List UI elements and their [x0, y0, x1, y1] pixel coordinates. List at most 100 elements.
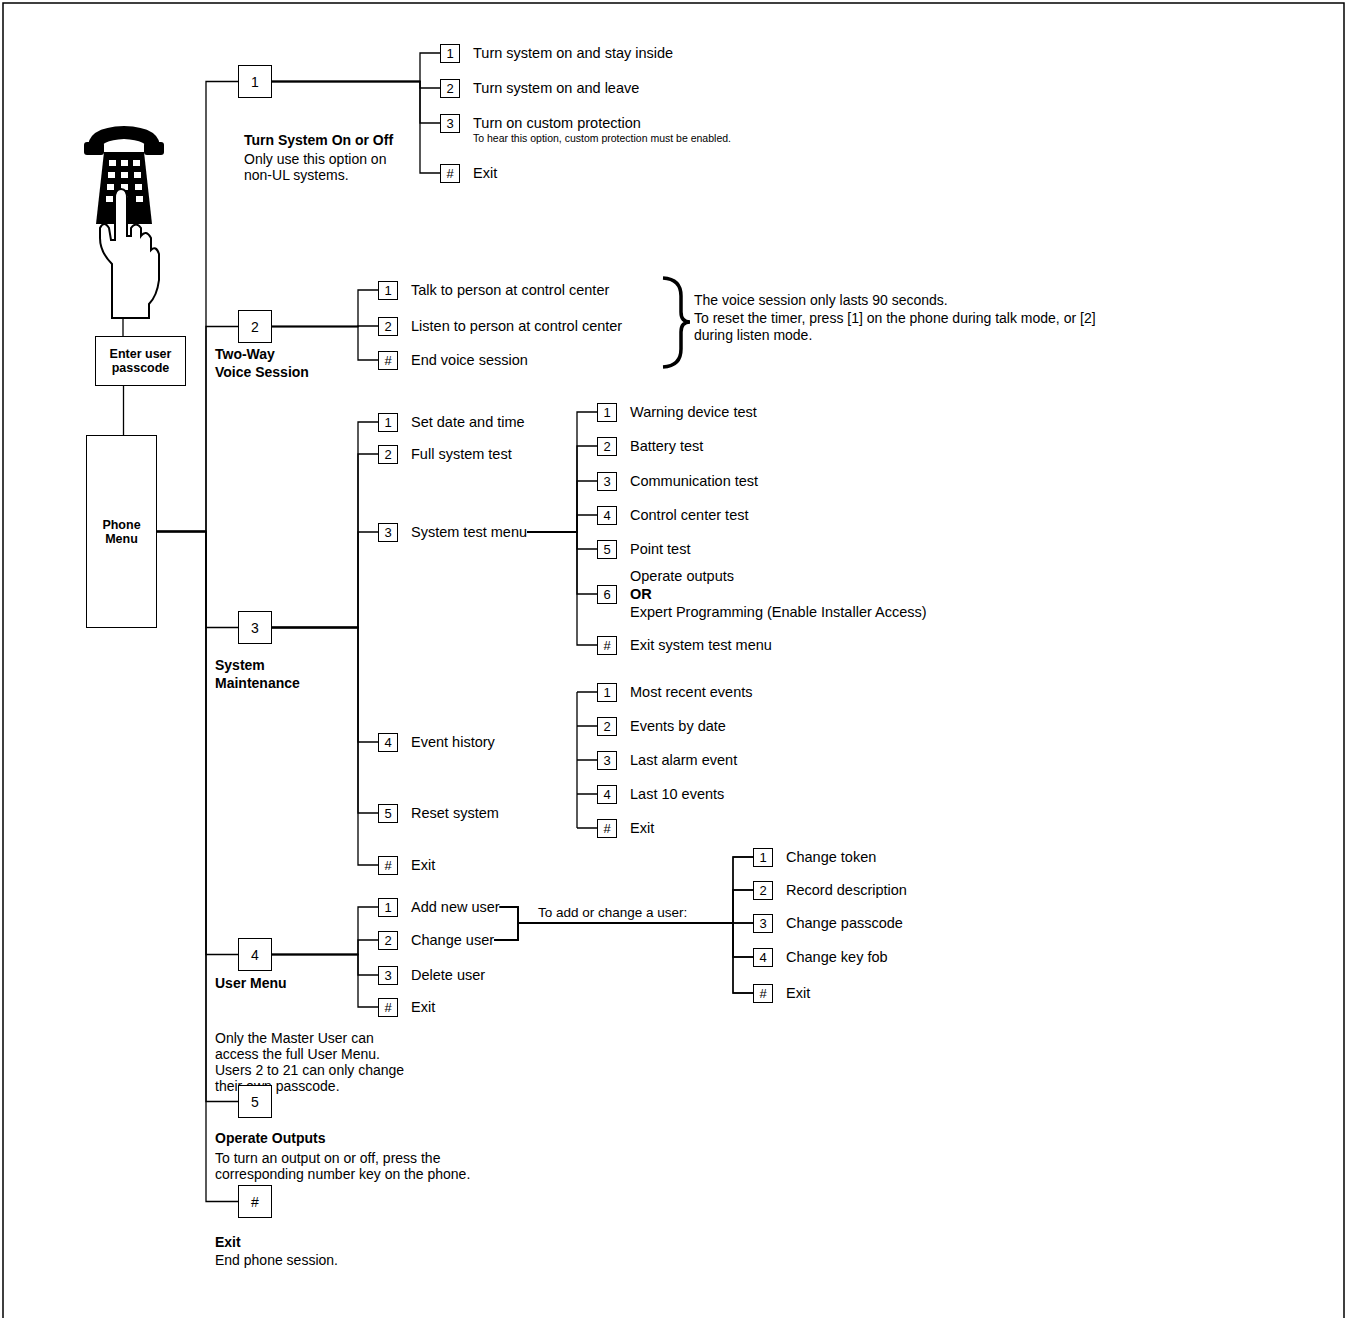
connector [527, 532, 597, 549]
connector [494, 923, 753, 957]
option-text: Listen to person at control center [411, 318, 622, 335]
menu-option: 2Full system test [378, 445, 512, 464]
option-text: Exit [786, 985, 810, 1002]
menu-option: 1Most recent events [597, 683, 753, 702]
connector [272, 82, 440, 89]
menu-heading: System Maintenance [215, 656, 320, 692]
menu-option: 3Communication test [597, 472, 758, 491]
key-number: # [251, 1194, 259, 1210]
connector [500, 857, 753, 923]
note-text: To add or change a user: [538, 904, 687, 921]
key-box: # [597, 636, 617, 655]
menu-option: # Exit [597, 819, 654, 838]
menu-box: Phone Menu [86, 435, 157, 628]
menu-key-box: 5Operate OutputsTo turn an output on or … [238, 1085, 272, 1118]
option-text: System test menu [411, 524, 527, 541]
option-text: Set date and time [411, 414, 525, 431]
connector [500, 890, 753, 923]
option-label: Exit [411, 999, 435, 1016]
key-number: 2 [446, 81, 453, 96]
menu-note: To turn an output on or off, press the c… [215, 1150, 495, 1182]
key-number: 2 [251, 319, 259, 335]
option-text: Exit [411, 999, 435, 1016]
option-label: Talk to person at control center [411, 282, 609, 299]
option-label: Events by date [630, 718, 726, 735]
menu-option: 1Talk to person at control center [378, 281, 609, 300]
connector [272, 82, 440, 124]
option-text: Last alarm event [630, 752, 737, 769]
option-label: Exit [786, 985, 810, 1002]
connector [272, 628, 378, 814]
menu-option: 4 Control center test [597, 506, 748, 525]
menu-option: 1Turn system on and stay inside [440, 44, 673, 63]
menu-key-box: 4User MenuOnly the Master User can acces… [238, 938, 272, 971]
connector [272, 955, 378, 976]
menu-option: 4 Change key fob [753, 948, 888, 967]
key-box: # [440, 164, 460, 183]
connector [272, 53, 440, 82]
connector [272, 290, 378, 327]
key-box: # [378, 998, 398, 1017]
option-label: Battery test [630, 438, 703, 455]
key-number: 1 [384, 415, 391, 430]
option-label: Change key fob [786, 949, 888, 966]
key-box: 2 [440, 79, 460, 98]
menu-box: Enter user passcode [95, 336, 186, 386]
key-number: 1 [603, 685, 610, 700]
key-box: 3 [378, 966, 398, 985]
key-box: 3 [597, 751, 617, 770]
menu-heading: Operate Outputs [215, 1129, 415, 1147]
option-label: System test menu [411, 524, 527, 541]
connector [494, 923, 753, 940]
menu-heading: Two-Way Voice Session [215, 345, 315, 381]
key-box: 2 [378, 931, 398, 950]
option-text: Operate outputsORExpert Programming (Ena… [630, 567, 927, 621]
connector [272, 628, 378, 866]
connector [157, 532, 238, 1202]
option-label: Set date and time [411, 414, 525, 431]
option-text: Record description [786, 882, 907, 899]
option-text: Exit system test menu [630, 637, 772, 654]
menu-option: 4Last 10 events [597, 785, 724, 804]
menu-option: 3 System test menu [378, 523, 527, 542]
connector [272, 955, 378, 1008]
key-box: 1 [378, 898, 398, 917]
option-text: Control center test [630, 507, 748, 524]
key-box: 3 [753, 914, 773, 933]
menu-option: 3 Change passcode [753, 914, 903, 933]
key-number: 5 [603, 542, 610, 557]
option-label: Listen to person at control center [411, 318, 622, 335]
key-box: 2 [378, 317, 398, 336]
option-text: Exit [473, 165, 497, 182]
key-number: # [759, 986, 766, 1001]
key-box: 4 [597, 785, 617, 804]
option-text: Change key fob [786, 949, 888, 966]
key-number: 2 [603, 439, 610, 454]
key-box: 4 [597, 506, 617, 525]
option-label: Turn system on and leave [473, 80, 639, 97]
key-number: 1 [384, 900, 391, 915]
key-number: 4 [759, 950, 766, 965]
menu-option: 1Add new user [378, 898, 500, 917]
connector [123, 386, 124, 435]
key-number: # [446, 166, 453, 181]
key-number: # [603, 638, 610, 653]
menu-option: 3 Last alarm event [597, 751, 737, 770]
key-number: 1 [446, 46, 453, 61]
box-label: Phone Menu [91, 518, 152, 546]
option-text: Point test [630, 541, 690, 558]
key-box: 1 [597, 683, 617, 702]
key-number: # [384, 353, 391, 368]
key-number: 3 [384, 525, 391, 540]
option-label: Warning device test [630, 404, 757, 421]
key-number: 1 [759, 850, 766, 865]
connector [527, 412, 597, 532]
key-box: # [597, 819, 617, 838]
menu-option: 1Change token [753, 848, 876, 867]
option-text: Warning device test [630, 404, 757, 421]
option-text: Exit [630, 820, 654, 837]
key-box: 2 [378, 445, 398, 464]
option-text: Change passcode [786, 915, 903, 932]
